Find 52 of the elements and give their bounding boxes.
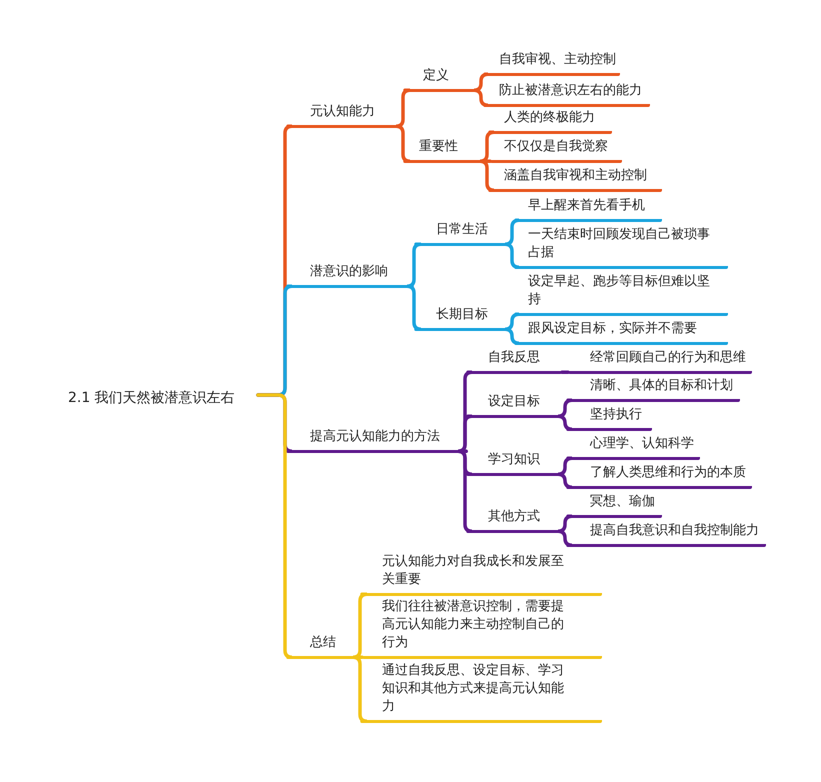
topic-text: 清晰、具体的目标和计划	[589, 377, 734, 395]
topic-underline	[516, 273, 728, 316]
topic-text: 设定目标	[487, 393, 541, 411]
branch-line	[503, 328, 521, 345]
topic-text: 其他方式	[487, 508, 541, 526]
branch-line	[556, 414, 574, 431]
topic-text: 跟风设定目标，实际并不需要	[527, 320, 698, 338]
root-topic-text: 2.1 我们天然被潜意识左右	[68, 384, 235, 408]
topic-text: 提高元认知能力的方法	[309, 428, 441, 446]
topic-text: 通过自我反思、设定目标、学习知识和其他方式来提高元认知能力	[381, 662, 565, 716]
topic-text: 重要性	[418, 138, 459, 156]
topic-underline	[485, 82, 650, 107]
branch-line	[556, 530, 574, 547]
topic-text: 一天结束时回顾发现自己被琐事占据	[527, 226, 711, 262]
topic-text: 我们往往被潜意识控制，需要提高元认知能力来主动控制自己的行为	[381, 598, 565, 652]
topic-text: 心理学、认知科学	[588, 435, 695, 453]
topic-text: 总结	[309, 634, 337, 652]
branch-line	[472, 88, 490, 107]
topic-underline	[516, 197, 662, 222]
topic-text: 日常生活	[435, 221, 489, 239]
branch-line	[456, 450, 474, 533]
topic-text: 自我审视、主动控制	[498, 51, 617, 69]
topic-text: 人类的终极能力	[503, 109, 596, 127]
topic-text: 冥想、瑜伽	[589, 493, 656, 511]
topic-underline	[568, 349, 752, 374]
branch-line	[394, 124, 412, 163]
topic-text: 自我反思	[487, 349, 541, 367]
topic-text: 涵盖自我审视和主动控制	[503, 167, 648, 185]
topic-text: 经常回顾自己的行为和思维	[589, 349, 747, 367]
branch-line	[556, 472, 574, 489]
topic-text: 坚持执行	[589, 406, 643, 424]
branch-line	[256, 393, 294, 659]
topic-text: 设定早起、跑步等目标但难以坚持	[527, 273, 711, 309]
topic-text: 早上醒来首先看手机	[527, 197, 646, 215]
branch-line	[405, 284, 423, 331]
branch-line	[351, 656, 369, 723]
topic-underline	[516, 320, 728, 345]
topic-text: 提高自我意识和自我控制能力	[589, 522, 760, 540]
topic-text: 定义	[422, 67, 450, 85]
topic-underline	[516, 226, 728, 269]
topic-text: 了解人类思维和行为的本质	[589, 464, 747, 482]
topic-text: 防止被潜意识左右的能力	[498, 82, 643, 100]
topic-text: 元认知能力对自我成长和发展至关重要	[381, 553, 565, 589]
topic-underline	[485, 51, 620, 76]
topic-underline	[362, 598, 602, 659]
topic-text: 元认知能力	[309, 103, 376, 121]
topic-underline	[490, 138, 622, 163]
branch-line	[560, 370, 570, 374]
topic-text: 长期目标	[435, 306, 489, 324]
topic-text: 学习知识	[487, 451, 541, 469]
topic-text: 潜意识的影响	[309, 263, 389, 281]
topic-text: 不仅仅是自我觉察	[503, 138, 609, 156]
